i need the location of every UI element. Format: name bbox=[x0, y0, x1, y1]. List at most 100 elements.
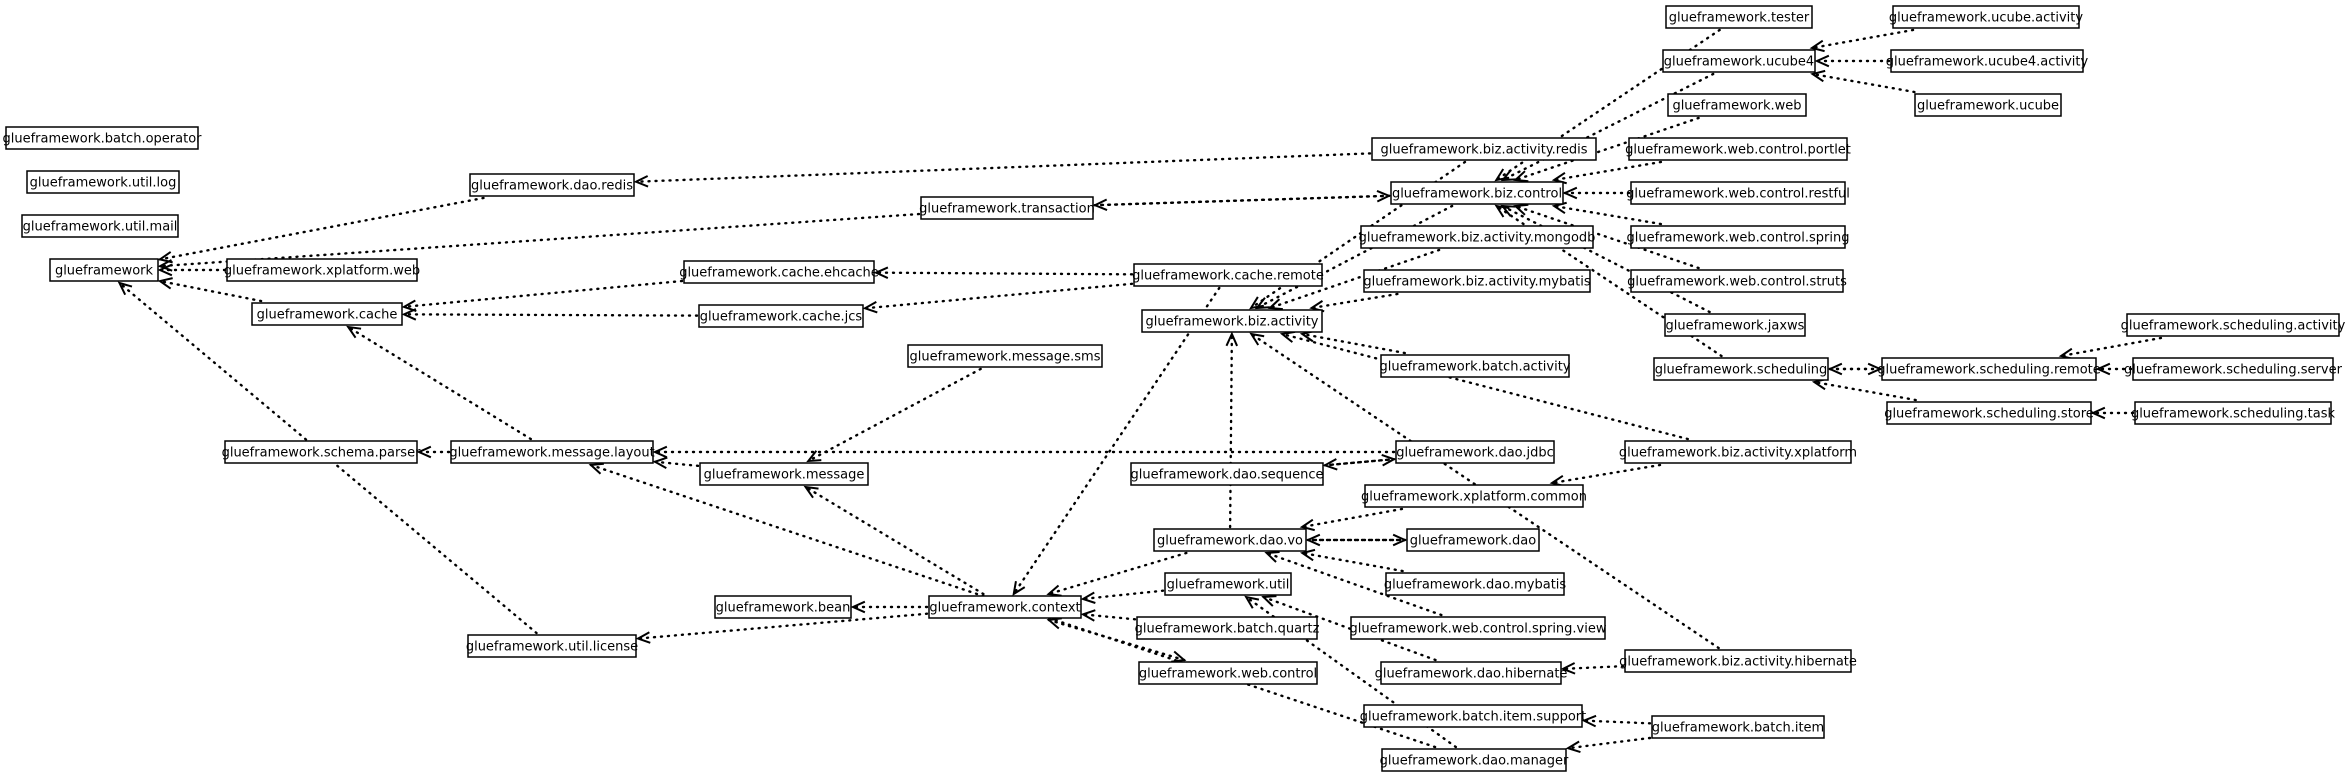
arrowhead-icon bbox=[1267, 298, 1283, 311]
arrowhead-icon bbox=[633, 175, 649, 188]
package-node-dao[interactable]: glueframework.dao bbox=[1406, 528, 1540, 552]
arrowhead-icon bbox=[1046, 584, 1062, 597]
package-box bbox=[1662, 49, 1816, 73]
package-label: glueframework.dao.vo bbox=[1157, 534, 1303, 549]
package-node-web-control-restful[interactable]: glueframework.web.control.restful bbox=[1626, 181, 1850, 205]
package-label: glueframework.dao.manager bbox=[1380, 754, 1569, 769]
package-node-message[interactable]: glueframework.message bbox=[699, 462, 869, 486]
package-node-util-license[interactable]: glueframework.util.license bbox=[466, 634, 638, 658]
package-node-tester[interactable]: glueframework.tester bbox=[1665, 5, 1813, 29]
package-node-glue[interactable]: glueframework bbox=[49, 258, 159, 282]
arrowhead-icon bbox=[1080, 591, 1096, 604]
package-box bbox=[1363, 704, 1583, 728]
package-node-cache[interactable]: glueframework.cache bbox=[251, 302, 403, 326]
package-label: glueframework.cache.ehcache bbox=[679, 266, 879, 281]
package-node-biz-activity-redis[interactable]: glueframework.biz.activity.redis bbox=[1371, 137, 1597, 161]
package-node-util-mail[interactable]: glueframework.util.mail bbox=[21, 214, 179, 238]
package-node-dao-manager[interactable]: glueframework.dao.manager bbox=[1380, 748, 1569, 772]
package-node-util-log[interactable]: glueframework.util.log bbox=[26, 170, 180, 194]
arrowhead-icon bbox=[850, 600, 866, 614]
arrowhead-icon bbox=[1565, 740, 1581, 753]
package-label: glueframework.web bbox=[1672, 99, 1801, 114]
package-node-ucube4[interactable]: glueframework.ucube4 bbox=[1662, 49, 1816, 73]
dependency-edge-dao_vo-to-context bbox=[1047, 551, 1188, 596]
arrowhead-icon bbox=[1264, 550, 1280, 563]
package-node-cache-remote[interactable]: glueframework.cache.remote bbox=[1132, 263, 1324, 287]
package-node-scheduling-task[interactable]: glueframework.scheduling.task bbox=[2131, 401, 2336, 425]
package-node-biz-activity-xplatform[interactable]: glueframework.biz.activity.xplatform bbox=[1619, 440, 1857, 464]
arrowhead-icon bbox=[1560, 662, 1576, 675]
dependency-edge-web-to-biz_control bbox=[1514, 116, 1700, 182]
package-node-transaction[interactable]: glueframework.transaction bbox=[919, 196, 1095, 220]
package-node-dao-hibernate[interactable]: glueframework.dao.hibernate bbox=[1375, 661, 1568, 685]
package-label: glueframework bbox=[55, 264, 154, 279]
arrowhead-icon bbox=[635, 631, 651, 644]
package-box bbox=[1892, 5, 2080, 29]
package-node-schema-parser[interactable]: glueframework.schema.parser bbox=[222, 440, 421, 464]
dependency-edge-jaxws-to-biz_control bbox=[1501, 204, 1711, 314]
package-node-scheduling-remote[interactable]: glueframework.scheduling.remote bbox=[1877, 357, 2101, 381]
package-node-web[interactable]: glueframework.web bbox=[1667, 93, 1807, 117]
package-box bbox=[714, 595, 852, 619]
package-label: glueframework.util.mail bbox=[23, 220, 178, 235]
package-label: glueframework.message bbox=[704, 468, 865, 483]
package-label: glueframework.cache bbox=[257, 308, 398, 323]
package-node-scheduling-store[interactable]: glueframework.scheduling.store bbox=[1884, 401, 2094, 425]
package-node-web-control-portlet[interactable]: glueframework.web.control.portlet bbox=[1625, 137, 1851, 161]
package-node-biz-activity-mongodb[interactable]: glueframework.biz.activity.mongodb bbox=[1359, 225, 1596, 249]
package-node-util[interactable]: glueframework.util bbox=[1164, 572, 1292, 596]
package-node-web-control-struts[interactable]: glueframework.web.control.struts bbox=[1627, 269, 1847, 293]
package-node-web-control-spring[interactable]: glueframework.web.control.spring bbox=[1627, 225, 1850, 249]
package-node-message-layout[interactable]: glueframework.message.layout bbox=[449, 440, 655, 464]
package-node-xplatform-common[interactable]: glueframework.xplatform.common bbox=[1361, 484, 1587, 508]
package-box bbox=[699, 462, 869, 486]
package-node-biz-activity-hibernate[interactable]: glueframework.biz.activity.hibernate bbox=[1619, 649, 1857, 673]
package-node-biz-control[interactable]: glueframework.biz.control bbox=[1390, 181, 1564, 205]
package-box bbox=[5, 126, 199, 150]
package-node-jaxws[interactable]: glueframework.jaxws bbox=[1664, 313, 1806, 337]
package-node-batch-activity[interactable]: glueframework.batch.activity bbox=[1380, 354, 1571, 378]
package-box bbox=[1630, 269, 1844, 293]
package-label: glueframework.biz.activity.hibernate bbox=[1619, 655, 1857, 670]
package-node-xplatform-web[interactable]: glueframework.xplatform.web bbox=[224, 258, 420, 282]
package-node-web-control-spring-view[interactable]: glueframework.web.control.spring.view bbox=[1350, 616, 1607, 640]
package-box bbox=[1651, 715, 1825, 739]
package-box bbox=[1390, 181, 1564, 205]
package-node-cache-ehcache[interactable]: glueframework.cache.ehcache bbox=[679, 260, 879, 284]
package-node-batch-item-support[interactable]: glueframework.batch.item.support bbox=[1360, 704, 1587, 728]
package-node-biz-activity[interactable]: glueframework.biz.activity bbox=[1141, 309, 1323, 333]
package-node-dao-sequence[interactable]: glueframework.dao.sequence bbox=[1130, 462, 1324, 486]
package-node-dao-mybatis[interactable]: glueframework.dao.mybatis bbox=[1384, 572, 1567, 596]
arrowhead-icon bbox=[117, 281, 133, 296]
package-box bbox=[1350, 616, 1606, 640]
package-node-web-control[interactable]: glueframework.web.control bbox=[1138, 661, 1318, 685]
package-node-message-sms[interactable]: glueframework.message.sms bbox=[907, 344, 1103, 368]
package-node-cache-jcs[interactable]: glueframework.cache.jcs bbox=[698, 304, 864, 328]
package-node-dao-jdbc[interactable]: glueframework.dao.jdbc bbox=[1395, 440, 1555, 464]
package-node-bean[interactable]: glueframework.bean bbox=[714, 595, 852, 619]
package-node-scheduling-server[interactable]: glueframework.scheduling.server bbox=[2124, 357, 2343, 381]
package-label: glueframework.scheduling.task bbox=[2131, 407, 2336, 422]
package-node-scheduling[interactable]: glueframework.scheduling bbox=[1653, 357, 1829, 381]
package-node-ucube4-activity[interactable]: glueframework.ucube4.activity bbox=[1886, 49, 2089, 73]
package-label: glueframework.util bbox=[1167, 578, 1290, 593]
dependency-edge-web_control_portlet-to-biz_control bbox=[1552, 160, 1663, 182]
package-node-dao-vo[interactable]: glueframework.dao.vo bbox=[1153, 528, 1307, 552]
package-box bbox=[26, 170, 180, 194]
arrowhead-icon bbox=[157, 277, 173, 290]
package-node-batch-operator[interactable]: glueframework.batch.operator bbox=[3, 126, 203, 150]
package-label: glueframework.util.log bbox=[30, 176, 177, 191]
package-node-batch-item[interactable]: glueframework.batch.item bbox=[1651, 715, 1825, 739]
package-node-ucube[interactable]: glueframework.ucube bbox=[1914, 93, 2062, 117]
package-node-scheduling-activity[interactable]: glueframework.scheduling.activity bbox=[2121, 313, 2346, 337]
package-node-biz-activity-mybatis[interactable]: glueframework.biz.activity.mybatis bbox=[1363, 269, 1591, 293]
package-node-ucube-activity[interactable]: glueframework.ucube.activity bbox=[1889, 5, 2083, 29]
package-node-context[interactable]: glueframework.context bbox=[928, 595, 1082, 619]
package-label: glueframework.schema.parser bbox=[222, 446, 421, 461]
package-node-dao-redis[interactable]: glueframework.dao.redis bbox=[469, 173, 635, 197]
dependency-edge-batch_activity-to-biz_activity bbox=[1300, 332, 1407, 355]
package-box bbox=[467, 634, 637, 658]
package-node-batch-quartz[interactable]: glueframework.batch.quartz bbox=[1135, 616, 1320, 640]
arrowhead-icon bbox=[806, 450, 822, 463]
package-label: glueframework.xplatform.common bbox=[1361, 490, 1587, 505]
